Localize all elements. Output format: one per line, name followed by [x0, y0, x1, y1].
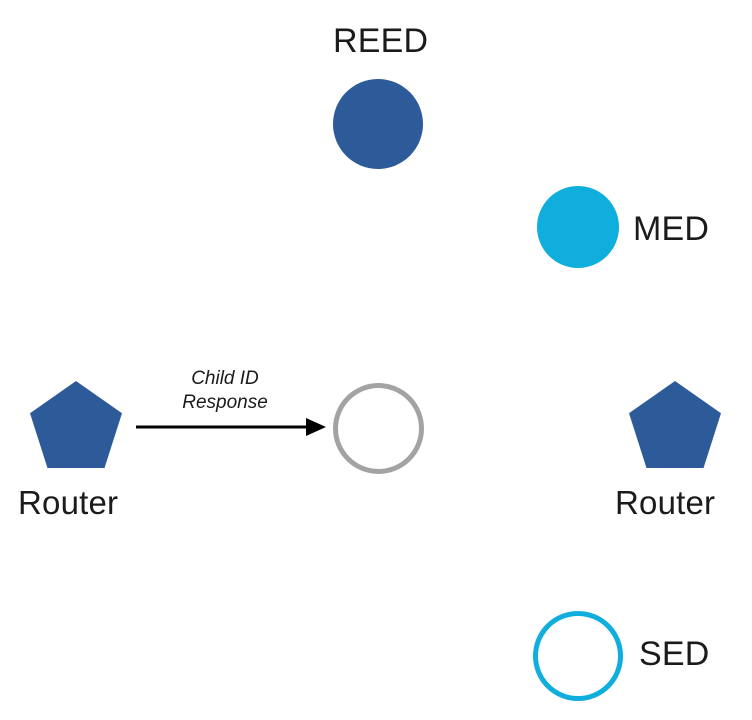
leader-circle-icon: [333, 383, 424, 474]
reed-circle-icon: [333, 79, 423, 169]
node-router-right-label: Router: [615, 484, 716, 521]
node-med-label: MED: [633, 210, 710, 248]
router-pentagon-icon: [629, 381, 721, 468]
node-sed-label: SED: [639, 635, 710, 673]
sed-circle-icon: [533, 611, 623, 701]
node-router-left-label: Router: [18, 484, 119, 521]
arrow-label: Child ID Response: [155, 367, 295, 415]
arrow-label-line1: Child ID: [191, 368, 259, 389]
arrow-label-line2: Response: [182, 391, 268, 413]
node-reed-label: REED: [333, 22, 429, 60]
router-pentagon-icon: [30, 381, 122, 468]
med-circle-icon: [537, 186, 619, 268]
